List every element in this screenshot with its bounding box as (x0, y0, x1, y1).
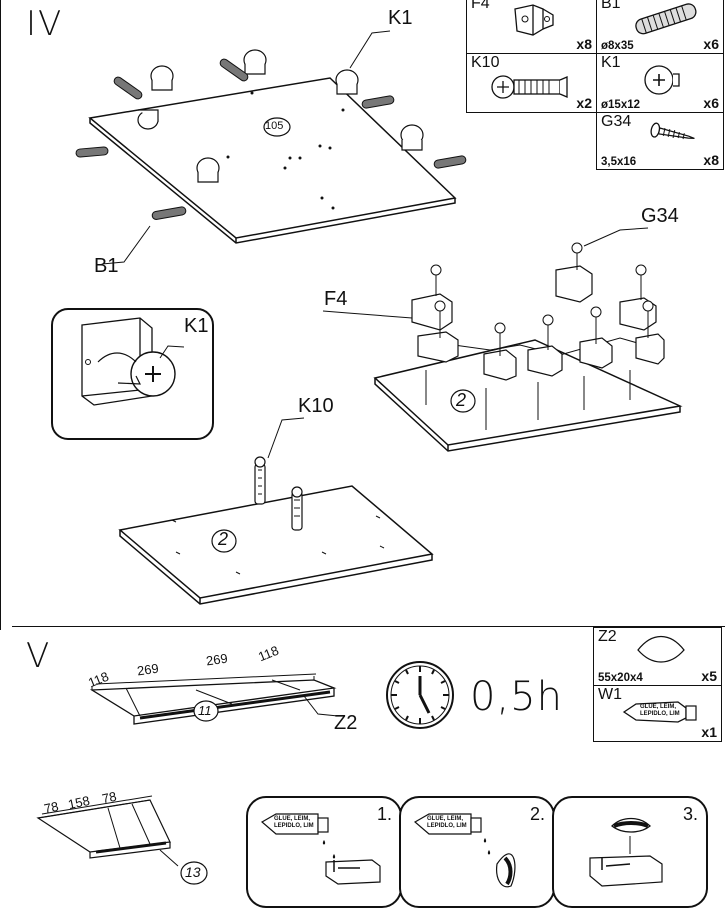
callout-k1-detail: K1 (184, 315, 209, 337)
panel-id-105: 105 (265, 120, 284, 132)
screw-icon (650, 122, 695, 140)
glue-step-2-panel: 2. GLUE, LEIM, LEPIDLO, LIM (399, 796, 555, 908)
part-qty: x8 (576, 36, 592, 52)
panel-id-2-bottom: 2 (218, 529, 229, 549)
step-divider (12, 626, 725, 627)
biscuit-icon (637, 635, 685, 663)
dowels (75, 58, 467, 220)
time-estimate: 0,5h (470, 674, 563, 720)
part-qty: x6 (703, 95, 719, 111)
k1-leader (349, 30, 391, 69)
panel-id-13: 13 (185, 864, 201, 880)
part-code: K1 (601, 54, 621, 71)
part-cell-g34: G34 3,5x16 x8 (596, 112, 724, 170)
parts-table-iv: F4 x8 B1 ø8x35 x6 (466, 0, 724, 170)
part-cell-f4: F4 x8 (466, 0, 597, 54)
panel-11-drawing (89, 673, 339, 725)
panel-105-drawing (88, 77, 457, 244)
left-border (0, 0, 1, 630)
part-dim: 55x20x4 (598, 672, 643, 684)
angle-bracket-icon (514, 4, 554, 36)
glue-tube-icon (622, 701, 697, 723)
glue-step-number: 3. (682, 804, 698, 824)
callout-k1: K1 (388, 7, 413, 29)
step-iv-illustration (51, 30, 683, 605)
callout-f4: F4 (324, 288, 348, 310)
cam-locks-top (137, 49, 424, 183)
part-qty: x6 (703, 36, 719, 52)
step-v-label: V (26, 636, 52, 676)
glue-step-1-panel: 1. GLUE, LEIM, LEPIDLO, LIM (246, 796, 402, 908)
callout-k10: K10 (298, 395, 334, 417)
part-dim: ø15x12 (601, 99, 641, 111)
callout-z2: Z2 (334, 712, 358, 734)
step-iv-label: IV (26, 4, 64, 44)
glue-tube-text: GLUE, LEIM, LEPIDLO, LIM (274, 816, 314, 829)
part-cell-w1: W1 x1 GLUE, LEIM, LEPIDLO, LIM (593, 685, 722, 742)
part-dim: ø8x35 (601, 40, 634, 52)
part-code: B1 (601, 0, 621, 12)
part-code: W1 (598, 686, 622, 703)
glue-biscuit-icon (413, 813, 516, 888)
measure-13-a: 78 (42, 798, 60, 817)
panel-id-2-right: 2 (456, 390, 467, 410)
f4-leader (322, 310, 413, 319)
panel-13-drawing (36, 795, 208, 885)
part-code: K10 (471, 54, 500, 71)
part-qty: x1 (701, 724, 717, 740)
parts-table-v: Z2 55x20x4 x5 W1 x1 GLUE, (593, 627, 722, 742)
glue-apply-icon (260, 813, 381, 885)
part-code: G34 (601, 113, 632, 130)
part-cell-b1: B1 ø8x35 x6 (596, 0, 724, 54)
panel-2-right-drawing (373, 242, 683, 452)
measure-11-c: 269 (205, 650, 229, 669)
part-dim: 3,5x16 (601, 156, 637, 168)
part-cell-z2: Z2 55x20x4 x5 (593, 627, 722, 686)
part-cell-k10: K10 x2 (466, 53, 597, 113)
g34-leader (583, 227, 649, 247)
panel-2-bottom-drawing (118, 417, 434, 605)
part-qty: x8 (703, 152, 719, 168)
wooden-dowel-icon (635, 3, 697, 35)
glue-tube-text: GLUE, LEIM, LEPIDLO, LIM (427, 816, 467, 829)
glue-step-3-panel: 3. (552, 796, 708, 908)
k1-detail-box (51, 308, 214, 440)
connector-bolt-icon (491, 75, 568, 99)
glue-step-number: 2. (529, 804, 545, 824)
callout-g34: G34 (641, 205, 679, 227)
callout-b1: B1 (94, 255, 119, 277)
glue-step-number: 1. (376, 804, 392, 824)
part-code: Z2 (598, 628, 617, 645)
glue-tube-text: GLUE, LEIM, LEPIDLO, LIM (640, 704, 680, 717)
b1-leader (101, 225, 151, 265)
part-cell-k1: K1 ø15x12 x6 (596, 53, 724, 113)
clock-icon (386, 661, 454, 729)
measure-13-c: 78 (100, 788, 118, 807)
part-code: F4 (471, 0, 490, 12)
panel-id-11: 11 (198, 703, 212, 718)
part-qty: x2 (576, 95, 592, 111)
part-qty: x5 (701, 668, 717, 684)
cam-lock-icon (644, 65, 680, 95)
insert-biscuit-icon (589, 817, 663, 887)
measure-11-b: 269 (136, 660, 160, 679)
